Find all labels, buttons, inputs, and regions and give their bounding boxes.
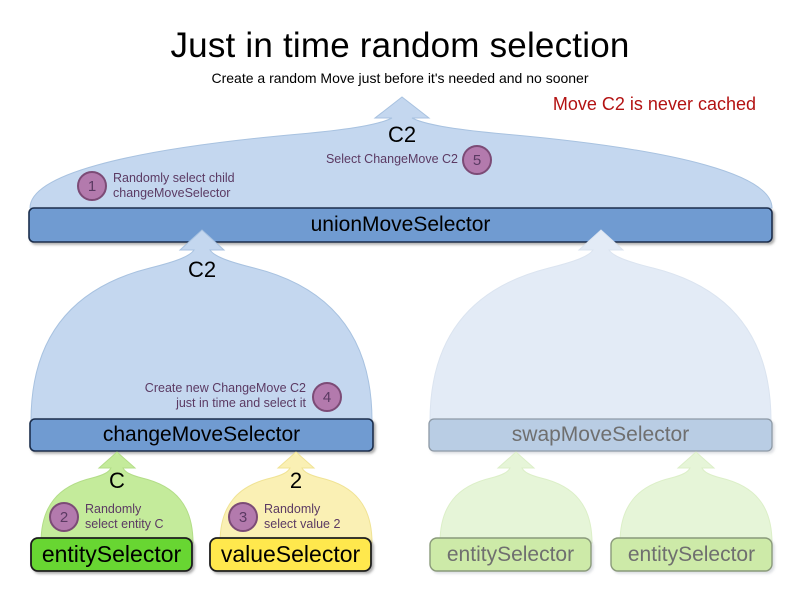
node-union-move-selector[interactable] bbox=[28, 207, 773, 243]
arrow-entity-right-1-output bbox=[439, 451, 593, 544]
step-badge-5-number: 5 bbox=[462, 145, 492, 175]
step-note-3-line-2: select value 2 bbox=[264, 517, 341, 531]
step-badge-1-number: 1 bbox=[77, 171, 107, 201]
arrow-union-output bbox=[29, 96, 773, 209]
step-badge-2-number: 2 bbox=[49, 502, 79, 532]
move-label-entity-output: C bbox=[109, 468, 125, 493]
arrow-entity-left-output bbox=[40, 451, 194, 544]
arrow-value-left-output bbox=[219, 451, 373, 544]
move-label-value-output: 2 bbox=[289, 468, 303, 493]
step-note-4-line-2: just in time and select it bbox=[176, 396, 306, 410]
step-note-3: Randomly select value 2 bbox=[264, 502, 340, 532]
step-note-4: Create new ChangeMove C2 just in time an… bbox=[110, 381, 306, 411]
step-note-5: Select ChangeMove C2 bbox=[318, 152, 458, 167]
step-note-2-line-2: select entity C bbox=[85, 517, 164, 531]
node-value-selector-left[interactable] bbox=[209, 537, 372, 572]
step-note-1-line-1: Randomly select child bbox=[113, 171, 235, 185]
step-note-4-line-1: Create new ChangeMove C2 bbox=[144, 381, 306, 395]
node-entity-selector-left[interactable] bbox=[30, 537, 193, 572]
step-note-2-line-1: Randomly bbox=[85, 502, 142, 516]
node-change-move-selector[interactable] bbox=[29, 418, 374, 452]
step-note-1: Randomly select child changeMoveSelector bbox=[113, 171, 235, 201]
node-swap-move-selector[interactable] bbox=[428, 418, 773, 452]
step-badge-4-number: 4 bbox=[312, 382, 342, 412]
arrow-entity-right-2-output bbox=[619, 451, 773, 544]
page-title: Just in time random selection bbox=[170, 26, 630, 65]
arrow-change-output bbox=[30, 229, 373, 422]
step-badge-3-number: 3 bbox=[228, 502, 258, 532]
step-note-5-line-1: Select ChangeMove C2 bbox=[325, 152, 458, 166]
node-entity-selector-right-1[interactable] bbox=[429, 537, 592, 572]
move-label-union-output: C2 bbox=[387, 122, 417, 147]
step-note-3-line-1: Randomly bbox=[264, 502, 321, 516]
node-entity-selector-right-2[interactable] bbox=[610, 537, 773, 572]
cache-warning-note: Move C2 is never cached bbox=[552, 94, 756, 114]
page-subtitle: Create a random Move just before it's ne… bbox=[211, 70, 589, 86]
step-note-1-line-2: changeMoveSelector bbox=[113, 186, 231, 200]
step-note-2: Randomly select entity C bbox=[85, 502, 164, 532]
move-label-change-output: C2 bbox=[187, 257, 217, 282]
arrow-swap-output bbox=[429, 229, 772, 422]
